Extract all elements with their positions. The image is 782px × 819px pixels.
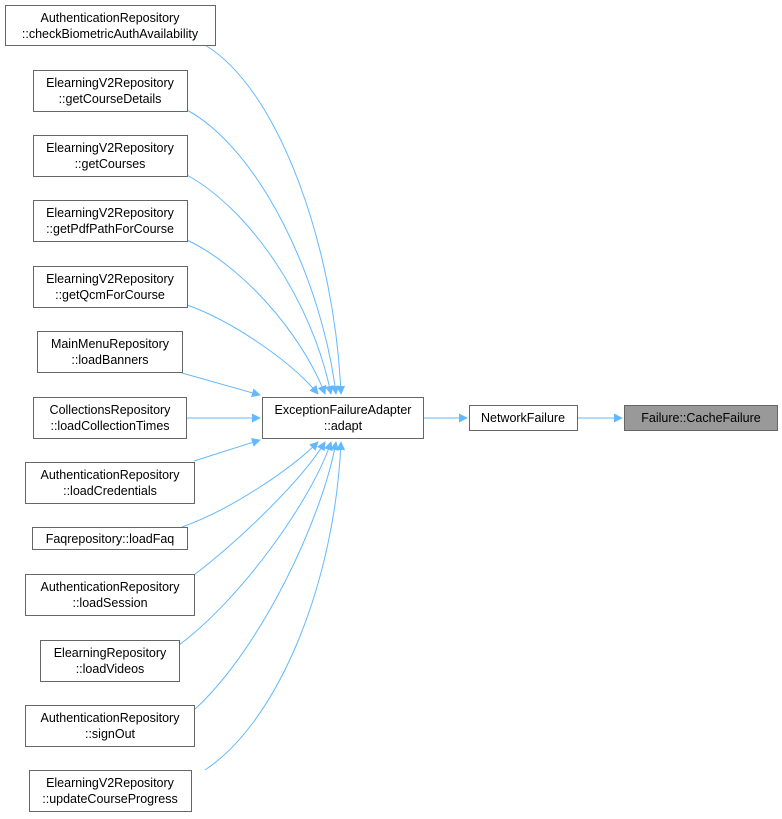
- caller-node[interactable]: ElearningV2Repository::getQcmForCourse: [33, 266, 188, 308]
- edge: [186, 304, 319, 395]
- caller-node[interactable]: ElearningRepository::loadVideos: [40, 640, 180, 682]
- svg-text:::loadCredentials: ::loadCredentials: [63, 484, 157, 498]
- caller-node[interactable]: Faqrepository::loadFaq: [32, 527, 188, 550]
- svg-text:Failure::CacheFailure: Failure::CacheFailure: [641, 411, 761, 425]
- svg-text:::loadBanners: ::loadBanners: [71, 353, 148, 367]
- edge: [186, 109, 340, 395]
- edge: [204, 441, 346, 771]
- svg-text:::signOut: ::signOut: [85, 727, 136, 741]
- edge: [204, 44, 346, 395]
- caller-node[interactable]: AuthenticationRepository::loadSession: [25, 574, 195, 616]
- svg-text:AuthenticationRepository: AuthenticationRepository: [41, 468, 181, 482]
- svg-text:::getPdfPathForCourse: ::getPdfPathForCourse: [46, 222, 174, 236]
- cache-failure-node: Failure::CacheFailure: [624, 405, 778, 431]
- caller-node[interactable]: AuthenticationRepository::loadCredential…: [25, 462, 195, 504]
- svg-text:Faqrepository::loadFaq: Faqrepository::loadFaq: [46, 532, 175, 546]
- svg-text:MainMenuRepository: MainMenuRepository: [51, 337, 170, 351]
- svg-text:::getQcmForCourse: ::getQcmForCourse: [55, 288, 165, 302]
- edge: [193, 438, 261, 462]
- edges: [178, 44, 623, 771]
- svg-text:::checkBiometricAuthAvailabili: ::checkBiometricAuthAvailability: [22, 27, 199, 41]
- caller-node[interactable]: ElearningV2Repository::getPdfPathForCour…: [33, 200, 188, 242]
- caller-node[interactable]: ElearningV2Repository::updateCourseProgr…: [29, 770, 192, 812]
- edge: [186, 174, 334, 395]
- svg-text:::loadCollectionTimes: ::loadCollectionTimes: [50, 419, 169, 433]
- edge: [186, 239, 327, 395]
- svg-text:ElearningV2Repository: ElearningV2Repository: [46, 141, 175, 155]
- edge: [178, 441, 333, 646]
- svg-text:NetworkFailure: NetworkFailure: [481, 411, 565, 425]
- network-failure-node[interactable]: NetworkFailure: [469, 405, 578, 431]
- caller-node[interactable]: MainMenuRepository::loadBanners: [37, 331, 183, 373]
- svg-text:::getCourses: ::getCourses: [75, 157, 146, 171]
- svg-text:ExceptionFailureAdapter: ExceptionFailureAdapter: [275, 403, 412, 417]
- caller-node[interactable]: AuthenticationRepository::checkBiometric…: [5, 5, 216, 46]
- caller-node[interactable]: CollectionsRepository::loadCollectionTim…: [33, 397, 187, 439]
- svg-text:CollectionsRepository: CollectionsRepository: [50, 403, 172, 417]
- svg-text:AuthenticationRepository: AuthenticationRepository: [41, 580, 181, 594]
- svg-text:::getCourseDetails: ::getCourseDetails: [59, 92, 162, 106]
- svg-text:AuthenticationRepository: AuthenticationRepository: [41, 711, 181, 725]
- edge: [181, 441, 319, 528]
- edge: [181, 372, 261, 398]
- svg-text:::loadVideos: ::loadVideos: [76, 662, 145, 676]
- svg-text:ElearningV2Repository: ElearningV2Repository: [46, 272, 175, 286]
- svg-text:ElearningV2Repository: ElearningV2Repository: [46, 776, 175, 790]
- svg-text:ElearningV2Repository: ElearningV2Repository: [46, 206, 175, 220]
- caller-node[interactable]: ElearningV2Repository::getCourseDetails: [33, 70, 188, 112]
- caller-nodes: AuthenticationRepository::checkBiometric…: [5, 5, 216, 812]
- svg-text:::updateCourseProgress: ::updateCourseProgress: [42, 792, 178, 806]
- svg-text:::adapt: ::adapt: [324, 419, 363, 433]
- svg-text:ElearningV2Repository: ElearningV2Repository: [46, 76, 175, 90]
- svg-text:ElearningRepository: ElearningRepository: [54, 646, 167, 660]
- caller-node[interactable]: AuthenticationRepository::signOut: [25, 705, 195, 747]
- edge: [193, 441, 326, 576]
- edge: [193, 441, 339, 711]
- svg-text:AuthenticationRepository: AuthenticationRepository: [41, 11, 181, 25]
- caller-node[interactable]: ElearningV2Repository::getCourses: [33, 135, 188, 177]
- adapter-node[interactable]: ExceptionFailureAdapter::adapt: [262, 397, 424, 439]
- svg-text:::loadSession: ::loadSession: [72, 596, 147, 610]
